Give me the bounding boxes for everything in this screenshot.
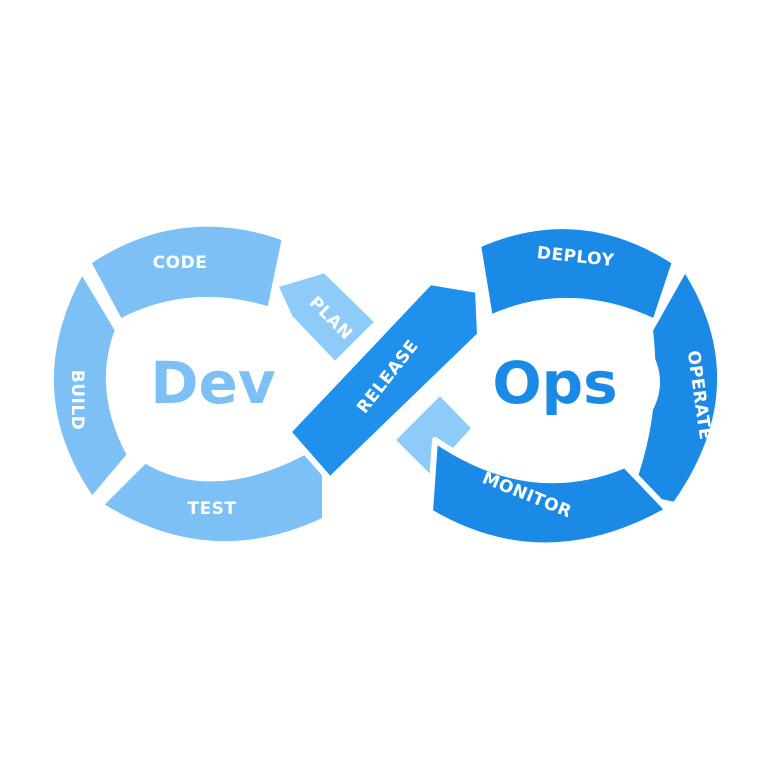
- segment-release: [285, 279, 483, 483]
- dev-center-area: [110, 305, 310, 455]
- dev-title: Dev: [150, 349, 275, 417]
- segment-test: [97, 437, 328, 548]
- segment-monitor: [427, 437, 671, 549]
- label-code: CODE: [153, 253, 208, 273]
- label-build: BUILD: [67, 370, 87, 431]
- segment-deploy: [475, 223, 678, 325]
- segment-plan: [272, 267, 381, 368]
- segment-build: [47, 267, 133, 503]
- segment-return-arrow: [389, 389, 478, 481]
- label-test: TEST: [187, 499, 236, 519]
- ops-title: Ops: [492, 349, 617, 417]
- segment-code: [85, 220, 288, 325]
- dev-ring: [47, 220, 381, 548]
- ops-center-area: [460, 307, 660, 457]
- ops-ring: [389, 223, 724, 549]
